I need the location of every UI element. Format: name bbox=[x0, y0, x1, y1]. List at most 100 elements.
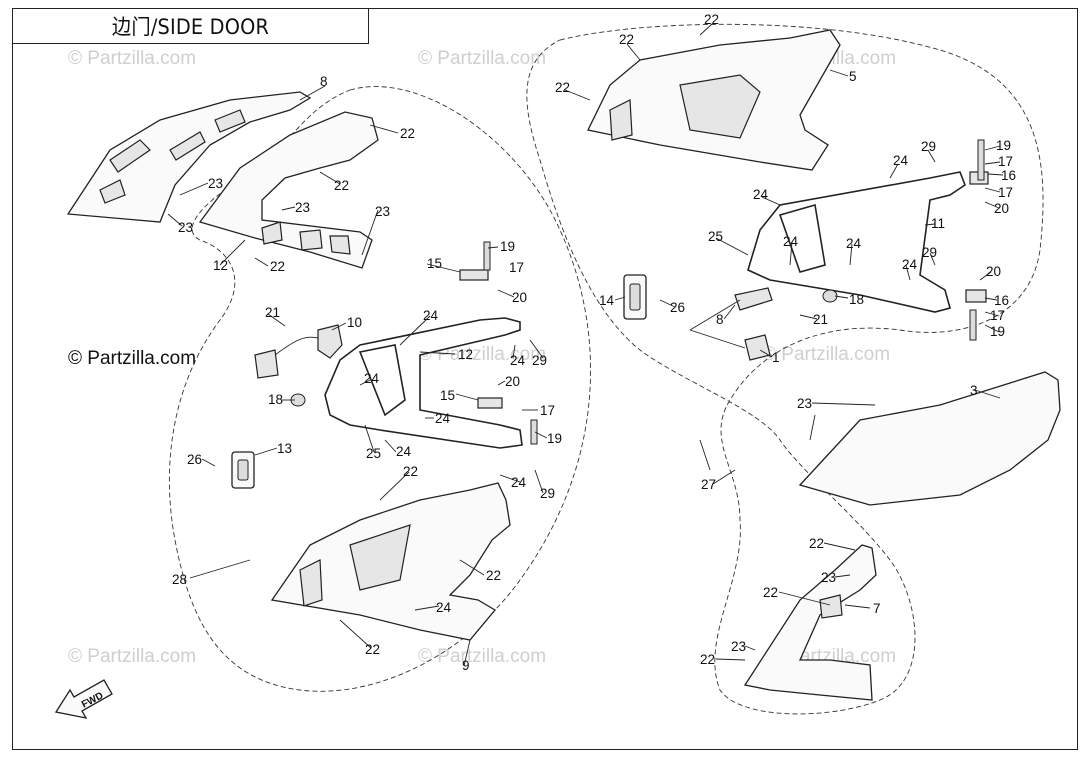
callout-8: 12 bbox=[213, 258, 228, 273]
callout-22: 22 bbox=[400, 126, 415, 141]
callout-6: 9 bbox=[462, 658, 470, 673]
callout-10: 10 bbox=[347, 315, 362, 330]
part-5-upper-panel bbox=[587, 29, 841, 171]
callout-22: 22 bbox=[270, 259, 285, 274]
callout-4: 8 bbox=[320, 74, 328, 89]
callout-20: 20 bbox=[994, 201, 1009, 216]
callout-19: 19 bbox=[547, 431, 562, 446]
callout-22: 22 bbox=[809, 536, 824, 551]
callout-22: 22 bbox=[763, 585, 778, 600]
callout-26: 26 bbox=[670, 300, 685, 315]
callout-20: 20 bbox=[986, 264, 1001, 279]
callout-22: 22 bbox=[486, 568, 501, 583]
callout-12: 12 bbox=[458, 347, 473, 362]
watermark: © Partzilla.com bbox=[762, 344, 890, 365]
callout-23: 23 bbox=[375, 204, 390, 219]
callout-25: 25 bbox=[708, 229, 723, 244]
callout-24: 24 bbox=[423, 308, 439, 323]
part-12-door-frame bbox=[324, 317, 523, 449]
callout-24: 24 bbox=[893, 153, 909, 168]
fwd-arrow: FWD bbox=[54, 679, 113, 719]
callout-29: 29 bbox=[540, 486, 555, 501]
callout-15: 15 bbox=[440, 388, 455, 403]
callout-17: 17 bbox=[998, 154, 1013, 169]
leader-lines bbox=[167, 23, 1004, 667]
callout-23: 23 bbox=[731, 639, 746, 654]
callout-29: 29 bbox=[921, 139, 936, 154]
part-15-hinge-left bbox=[459, 241, 538, 445]
watermark: © Partzilla.com bbox=[418, 48, 546, 69]
callout-22: 22 bbox=[704, 12, 719, 27]
callout-18: 18 bbox=[849, 292, 864, 307]
callout-16: 16 bbox=[1001, 168, 1016, 183]
diagram-title: 边门/SIDE DOOR bbox=[111, 15, 270, 39]
callout-numbers: 8 22 23 22 23 23 23 12 22 10 21 12 24 24… bbox=[172, 12, 1016, 673]
title-box: 边门/SIDE DOOR bbox=[12, 8, 369, 44]
part-16-hinge-right bbox=[965, 139, 989, 341]
part-10-latch bbox=[254, 324, 343, 379]
callout-13: 13 bbox=[277, 441, 292, 456]
part-6-lower-panel bbox=[270, 482, 511, 641]
watermark: © Partzilla.com bbox=[68, 48, 196, 69]
callout-23: 23 bbox=[797, 396, 812, 411]
callout-19: 19 bbox=[996, 138, 1011, 153]
callout-23: 23 bbox=[208, 176, 223, 191]
callout-15: 15 bbox=[427, 256, 442, 271]
callout-27: 27 bbox=[701, 477, 716, 492]
callout-20: 20 bbox=[512, 290, 527, 305]
callout-25: 25 bbox=[366, 446, 381, 461]
callout-24: 24 bbox=[753, 187, 769, 202]
callout-14: 14 bbox=[599, 293, 615, 308]
part-14-striker-plate bbox=[623, 274, 647, 320]
watermark: © Partzilla.com bbox=[418, 646, 546, 667]
part-7-lower-panel bbox=[743, 544, 877, 701]
callout-17: 17 bbox=[990, 308, 1005, 323]
part-3-outer-skin bbox=[798, 371, 1061, 506]
watermark-primary: © Partzilla.com bbox=[68, 348, 196, 369]
part-13-striker-plate bbox=[231, 451, 255, 489]
callout-3: 3 bbox=[970, 383, 978, 398]
watermark: © Partzilla.com bbox=[68, 646, 196, 667]
callout-23: 23 bbox=[178, 220, 193, 235]
callout-18: 18 bbox=[268, 392, 283, 407]
callout-22: 22 bbox=[555, 80, 570, 95]
part-8-lower-trim bbox=[198, 111, 379, 269]
part-11-door-frame bbox=[747, 171, 966, 313]
callout-24: 24 bbox=[511, 475, 527, 490]
callout-9: 8 bbox=[716, 312, 724, 327]
callout-24: 24 bbox=[783, 234, 799, 249]
callout-22: 22 bbox=[700, 652, 715, 667]
callout-21: 21 bbox=[813, 312, 828, 327]
callout-1: 1 bbox=[772, 350, 780, 365]
callout-22: 22 bbox=[619, 32, 634, 47]
callout-24: 24 bbox=[846, 236, 862, 251]
callout-17: 17 bbox=[509, 260, 524, 275]
callout-24: 24 bbox=[510, 353, 526, 368]
callout-22: 22 bbox=[334, 178, 349, 193]
callout-5: 5 bbox=[849, 69, 857, 84]
callout-24: 24 bbox=[902, 257, 918, 272]
callout-22: 22 bbox=[403, 464, 418, 479]
callout-24: 24 bbox=[436, 600, 452, 615]
diagram-frame bbox=[12, 8, 1078, 750]
callout-17: 17 bbox=[540, 403, 555, 418]
callout-24: 24 bbox=[364, 371, 380, 386]
part-9-handle bbox=[689, 287, 773, 361]
callout-19: 19 bbox=[500, 239, 515, 254]
callout-29: 29 bbox=[532, 353, 547, 368]
callout-23: 23 bbox=[821, 570, 836, 585]
callout-24: 24 bbox=[435, 411, 451, 426]
callout-23: 23 bbox=[295, 200, 310, 215]
callout-11: 11 bbox=[931, 216, 945, 231]
callout-7: 7 bbox=[873, 601, 881, 616]
callout-24: 24 bbox=[396, 444, 412, 459]
part-4-upper-trim bbox=[66, 91, 312, 223]
callout-17: 17 bbox=[998, 185, 1013, 200]
callout-19: 19 bbox=[990, 324, 1005, 339]
callout-29: 29 bbox=[922, 245, 937, 260]
callout-28: 28 bbox=[172, 572, 187, 587]
callout-26: 26 bbox=[187, 452, 202, 467]
callout-21: 21 bbox=[265, 305, 280, 320]
group-outline-left bbox=[168, 86, 592, 692]
